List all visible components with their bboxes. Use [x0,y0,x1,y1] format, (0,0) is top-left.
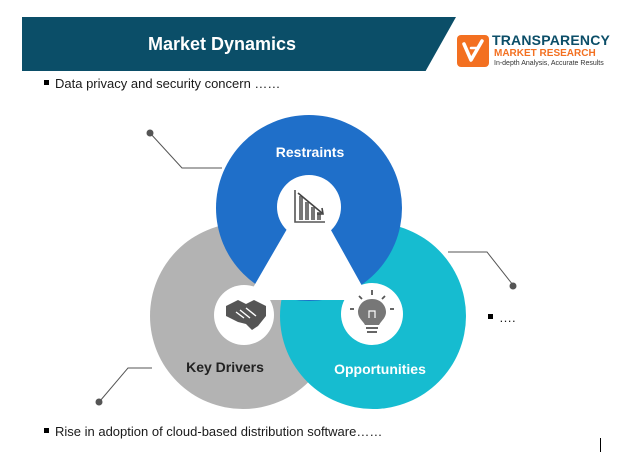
key-drivers-label: Key Drivers [186,359,264,375]
connector-opportunities [448,251,514,286]
lightbulb-icon [350,290,394,333]
bullet-marker [44,428,49,434]
bullet-opportunity-text: …. [499,310,516,325]
header-bar: Market Dynamics [22,17,456,71]
logo-subtitle: MARKET RESEARCH [494,48,596,59]
declining-bar-chart-icon [294,190,325,223]
bullet-restraint: Data privacy and security concern …… [44,76,280,91]
logo-tagline: In-depth Analysis, Accurate Results [494,60,604,67]
bullet-marker [44,80,49,86]
bullet-driver-text: Rise in adoption of cloud-based distribu… [55,424,383,439]
bullet-opportunity: …. [488,310,516,325]
connector-dot-opportunities [509,282,517,290]
text-cursor [600,438,601,452]
connector-key-drivers [99,367,152,402]
logo-title: TRANSPARENCY [492,32,611,48]
opportunities-label: Opportunities [334,361,426,377]
company-logo: TRANSPARENCY MARKET RESEARCH In-depth An… [456,30,621,74]
bullet-marker [488,314,493,320]
connector-lines [99,132,514,402]
connector-restraints [149,132,222,169]
bullet-driver: Rise in adoption of cloud-based distribu… [44,424,382,439]
handshake-icon [226,300,266,330]
connector-dot-key-drivers [95,398,103,406]
center-triangle [251,198,365,300]
logo-mark-icon [457,35,489,67]
connector-dot-restraints [146,129,154,137]
page-title: Market Dynamics [147,34,297,54]
restraints-label: Restraints [276,144,345,160]
bullet-restraint-text: Data privacy and security concern …… [55,76,281,91]
